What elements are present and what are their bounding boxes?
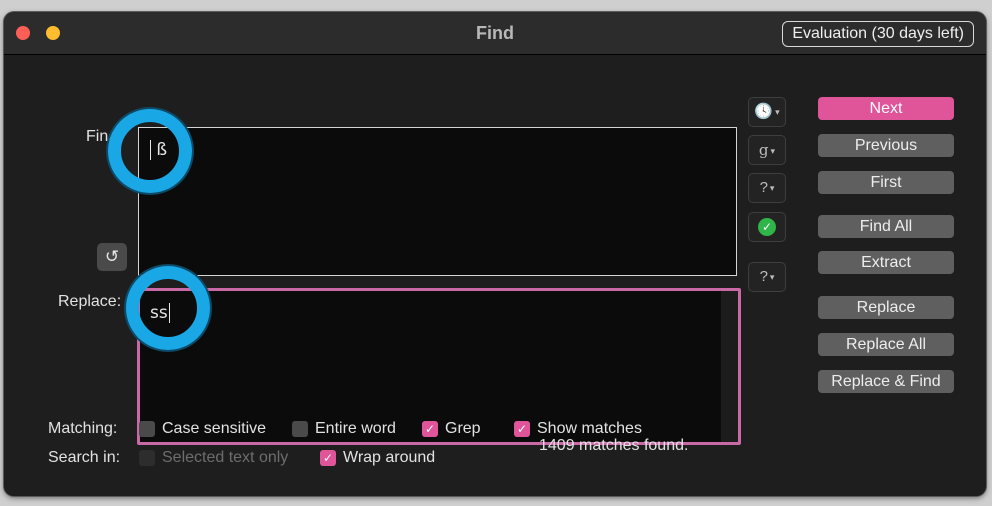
find-window: Find Evaluation (30 days left) Find: ß ↺…: [4, 12, 986, 496]
next-button[interactable]: Next: [818, 97, 954, 120]
window-title: Find: [476, 23, 514, 43]
help-icon: ?: [759, 268, 768, 285]
show-matches-checkbox[interactable]: ✓ Show matches: [514, 419, 642, 439]
pattern-valid-indicator: ✓: [748, 212, 786, 242]
grep-label: Grep: [445, 420, 481, 437]
grep-patterns-button[interactable]: g▾: [748, 135, 786, 165]
selected-text-only-checkbox: Selected text only: [139, 448, 288, 468]
matching-label: Matching:: [48, 420, 118, 437]
title-bar[interactable]: Find Evaluation (30 days left): [4, 12, 986, 55]
find-all-button[interactable]: Find All: [818, 215, 954, 238]
chevron-down-icon: ▾: [770, 146, 776, 157]
show-matches-label: Show matches: [537, 420, 642, 437]
text-caret: [168, 303, 170, 323]
swap-icon: ↺: [104, 247, 120, 266]
swap-find-replace-button[interactable]: ↺: [97, 243, 127, 271]
replace-field[interactable]: ss: [137, 288, 741, 445]
evaluation-badge[interactable]: Evaluation (30 days left): [782, 21, 974, 47]
selected-text-only-label: Selected text only: [162, 449, 289, 466]
replace-field-scrollbar[interactable]: [721, 291, 738, 442]
checkbox-box: [139, 421, 155, 437]
find-help-button[interactable]: ?▾: [748, 173, 786, 203]
previous-button[interactable]: Previous: [818, 134, 954, 157]
entire-word-checkbox[interactable]: Entire word: [292, 419, 396, 439]
replace-label: Replace:: [58, 293, 122, 310]
search-in-label: Search in:: [48, 449, 121, 466]
find-label: Find:: [86, 128, 122, 145]
case-sensitive-checkbox[interactable]: Case sensitive: [139, 419, 266, 439]
close-window-button[interactable]: [16, 26, 30, 40]
replace-value: ss: [150, 303, 168, 323]
chevron-down-icon: ▾: [775, 107, 780, 118]
case-sensitive-label: Case sensitive: [162, 420, 267, 437]
checkmark-icon: ✓: [320, 450, 336, 466]
checkmark-icon: ✓: [422, 421, 438, 437]
wrap-around-checkbox[interactable]: ✓ Wrap around: [320, 448, 435, 468]
checkbox-box: [292, 421, 308, 437]
minimize-window-button[interactable]: [46, 26, 60, 40]
text-caret: [150, 140, 151, 160]
recent-searches-button[interactable]: 🕓▾: [748, 97, 786, 127]
clock-icon: 🕓: [754, 103, 774, 120]
replace-field-text: ss: [150, 303, 170, 323]
grep-checkbox[interactable]: ✓ Grep: [422, 419, 481, 439]
wrap-around-label: Wrap around: [343, 449, 436, 466]
find-field-text: ß: [149, 140, 167, 160]
find-panel: Find: ß ↺ Replace: ss 🕓▾ g▾ ?▾: [4, 55, 986, 496]
replace-button[interactable]: Replace: [818, 296, 954, 319]
find-value: ß: [156, 140, 168, 160]
grep-pattern-icon: g: [758, 141, 769, 159]
replace-and-find-button[interactable]: Replace & Find: [818, 370, 954, 393]
chevron-down-icon: ▾: [769, 272, 775, 283]
replace-help-button[interactable]: ?▾: [748, 262, 786, 292]
checkmark-icon: ✓: [514, 421, 530, 437]
help-icon: ?: [759, 179, 768, 196]
matches-found-status: 1409 matches found.: [539, 437, 689, 454]
extract-button[interactable]: Extract: [818, 251, 954, 274]
replace-all-button[interactable]: Replace All: [818, 333, 954, 356]
find-field[interactable]: ß: [138, 127, 737, 276]
first-button[interactable]: First: [818, 171, 954, 194]
chevron-down-icon: ▾: [769, 183, 775, 194]
check-circle-icon: ✓: [758, 218, 776, 236]
entire-word-label: Entire word: [315, 420, 396, 437]
checkbox-box: [139, 450, 155, 466]
